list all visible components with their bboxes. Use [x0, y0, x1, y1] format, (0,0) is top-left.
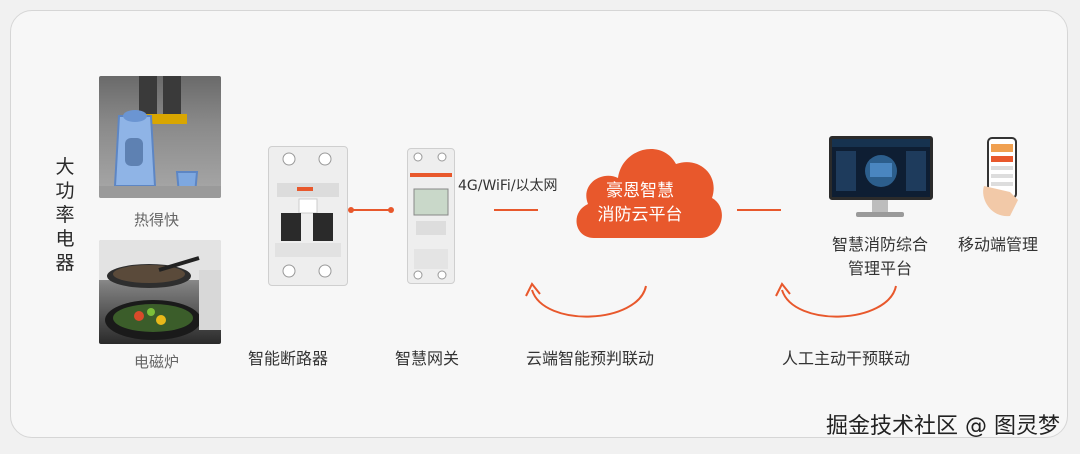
- arrow-endpoint-left: [348, 207, 354, 213]
- monitor-stand: [872, 200, 888, 212]
- mobile-label: 移动端管理: [958, 235, 1039, 254]
- smart-breaker-device: [268, 146, 348, 286]
- induction-cooker-photo: [99, 240, 221, 344]
- cloud-title-line2: 消防云平台: [597, 205, 683, 225]
- appliances-title: 大功率电器: [55, 156, 75, 274]
- arrow-endpoint-right: [388, 207, 394, 213]
- network-label: 4G/WiFi/以太网: [458, 178, 558, 194]
- manual-linkage-label: 人工主动干预联动: [782, 349, 911, 368]
- arrow-cloud-platform: [737, 209, 781, 211]
- cloud-linkage-arrow: [525, 282, 647, 318]
- cloud-title-line1: 豪恩智慧: [606, 181, 674, 201]
- arrow-breaker-gateway: [351, 209, 391, 211]
- breaker-label: 智能断路器: [248, 349, 329, 368]
- monitor-base: [856, 212, 904, 217]
- appliance-label-induction: 电磁炉: [134, 353, 180, 371]
- cloud-icon: [576, 149, 722, 238]
- watermark: 掘金技术社区 @ 图灵梦: [826, 414, 1060, 439]
- mobile-phone-icon: [983, 137, 1018, 217]
- platform-monitor-icon: [829, 136, 933, 200]
- smart-gateway-device: [407, 148, 455, 284]
- gateway-label: 智慧网关: [395, 349, 460, 368]
- manual-linkage-arrow: [775, 282, 897, 318]
- appliance-label-heater: 热得快: [134, 211, 180, 229]
- cloud-linkage-label: 云端智能预判联动: [526, 349, 655, 368]
- arrow-gateway-cloud: [494, 209, 538, 211]
- kettle-heater-photo: [99, 76, 221, 198]
- platform-label-line1: 智慧消防综合: [832, 235, 929, 254]
- platform-label-line2: 管理平台: [848, 259, 913, 278]
